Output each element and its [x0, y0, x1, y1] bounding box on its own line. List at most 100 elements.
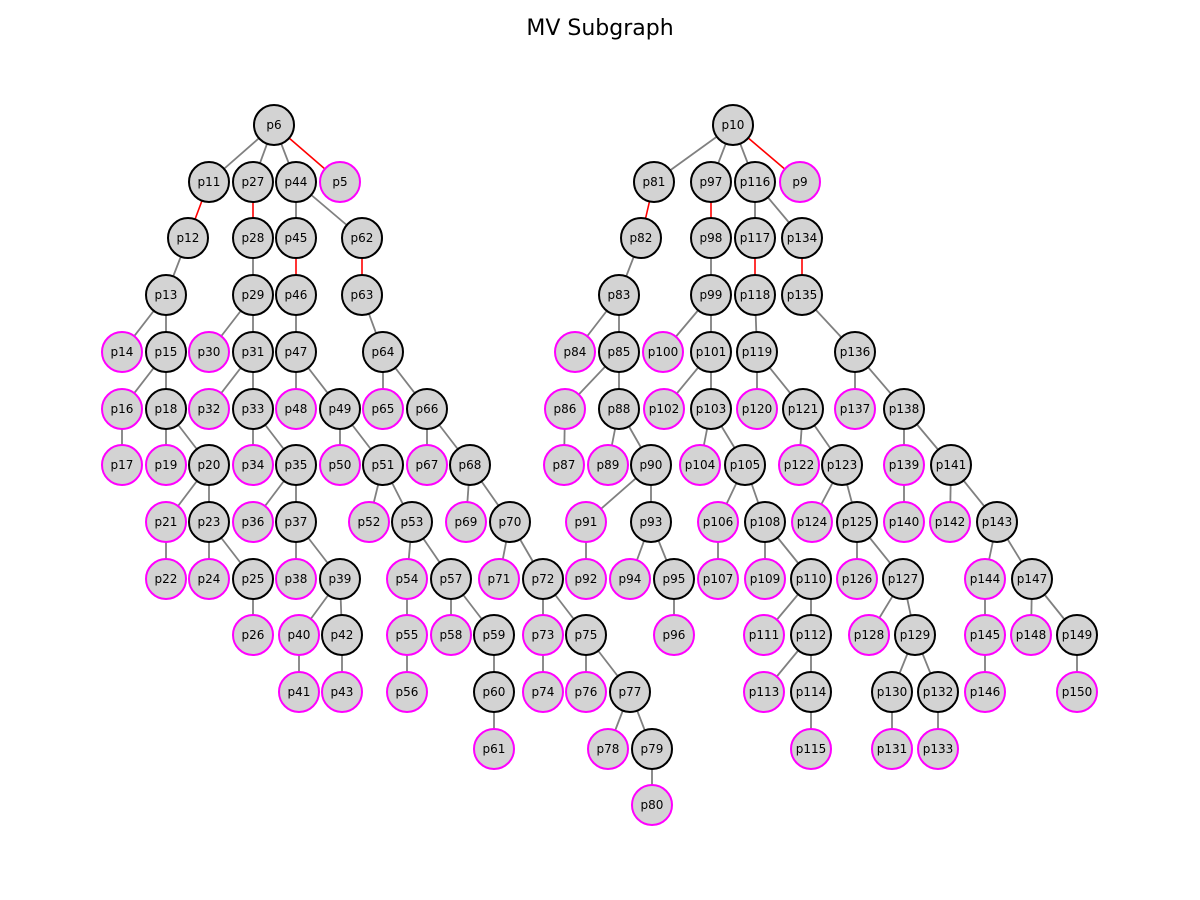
- node-p34: p34: [232, 444, 274, 486]
- node-label: p118: [740, 288, 771, 302]
- node-circle: [929, 501, 971, 543]
- node-p147: p147: [1011, 558, 1053, 600]
- node-p100: p100: [642, 331, 684, 373]
- node-circle: [362, 331, 404, 373]
- node-p113: p113: [743, 671, 785, 713]
- node-p56: p56: [386, 671, 428, 713]
- node-p17: p17: [101, 444, 143, 486]
- node-p102: p102: [643, 388, 685, 430]
- node-label: p53: [401, 515, 424, 529]
- node-circle: [781, 274, 823, 316]
- node-label: p36: [242, 515, 265, 529]
- node-circle: [642, 331, 684, 373]
- node-p12: p12: [167, 217, 209, 259]
- node-label: p35: [285, 458, 308, 472]
- node-label: p52: [358, 515, 381, 529]
- node-p26: p26: [232, 614, 274, 656]
- node-circle: [964, 671, 1006, 713]
- node-circle: [836, 558, 878, 600]
- node-p75: p75: [565, 614, 607, 656]
- node-p50: p50: [319, 444, 361, 486]
- node-p106: p106: [697, 501, 739, 543]
- node-circle: [643, 388, 685, 430]
- node-label: p5: [332, 175, 347, 189]
- node-circle: [275, 444, 317, 486]
- node-circle: [587, 728, 629, 770]
- node-p76: p76: [565, 671, 607, 713]
- node-label: p105: [730, 458, 761, 472]
- node-label: p27: [242, 175, 265, 189]
- node-p65: p65: [362, 388, 404, 430]
- node-label: p77: [619, 685, 642, 699]
- node-label: p136: [840, 345, 871, 359]
- node-p31: p31: [232, 331, 274, 373]
- node-circle: [630, 444, 672, 486]
- node-circle: [1011, 558, 1053, 600]
- node-circle: [790, 671, 832, 713]
- node-p23: p23: [188, 501, 230, 543]
- node-p28: p28: [232, 217, 274, 259]
- node-circle: [362, 444, 404, 486]
- node-p132: p132: [917, 671, 959, 713]
- node-p105: p105: [724, 444, 766, 486]
- node-p70: p70: [489, 501, 531, 543]
- node-circle: [554, 331, 596, 373]
- node-p144: p144: [964, 558, 1006, 600]
- node-p95: p95: [653, 558, 695, 600]
- node-p18: p18: [145, 388, 187, 430]
- node-p45: p45: [275, 217, 317, 259]
- node-p6: p6: [253, 104, 295, 146]
- node-label: p117: [740, 231, 771, 245]
- node-label: p110: [796, 572, 827, 586]
- node-label: p100: [648, 345, 679, 359]
- node-label: p74: [532, 685, 555, 699]
- node-label: p64: [372, 345, 395, 359]
- node-circle: [478, 558, 520, 600]
- node-circle: [882, 558, 924, 600]
- node-label: p106: [703, 515, 734, 529]
- node-circle: [653, 614, 695, 656]
- node-circle: [653, 558, 695, 600]
- node-p15: p15: [145, 331, 187, 373]
- node-p117: p117: [734, 217, 776, 259]
- node-circle: [836, 501, 878, 543]
- node-label: p134: [787, 231, 818, 245]
- node-label: p63: [351, 288, 374, 302]
- node-circle: [188, 501, 230, 543]
- node-label: p32: [198, 402, 221, 416]
- node-circle: [167, 217, 209, 259]
- node-label: p13: [155, 288, 178, 302]
- node-p99: p99: [690, 274, 732, 316]
- node-circle: [587, 444, 629, 486]
- node-label: p24: [198, 572, 221, 586]
- node-circle: [883, 444, 925, 486]
- node-p89: p89: [587, 444, 629, 486]
- node-p83: p83: [598, 274, 640, 316]
- node-p135: p135: [781, 274, 823, 316]
- node-label: p73: [532, 628, 555, 642]
- node-p58: p58: [430, 614, 472, 656]
- node-label: p109: [750, 572, 781, 586]
- node-label: p145: [970, 628, 1001, 642]
- node-label: p37: [285, 515, 308, 529]
- node-p49: p49: [319, 388, 361, 430]
- node-p108: p108: [744, 501, 786, 543]
- node-label: p59: [483, 628, 506, 642]
- node-label: p17: [111, 458, 134, 472]
- node-label: p10: [722, 118, 745, 132]
- node-circle: [275, 388, 317, 430]
- node-label: p142: [935, 515, 966, 529]
- node-p85: p85: [598, 331, 640, 373]
- node-label: p6: [266, 118, 281, 132]
- node-circle: [1010, 614, 1052, 656]
- node-p86: p86: [544, 388, 586, 430]
- node-label: p75: [575, 628, 598, 642]
- node-circle: [620, 217, 662, 259]
- node-p126: p126: [836, 558, 878, 600]
- node-label: p108: [750, 515, 781, 529]
- node-label: p55: [396, 628, 419, 642]
- node-p68: p68: [449, 444, 491, 486]
- node-label: p15: [155, 345, 178, 359]
- node-p91: p91: [565, 501, 607, 543]
- node-circle: [319, 161, 361, 203]
